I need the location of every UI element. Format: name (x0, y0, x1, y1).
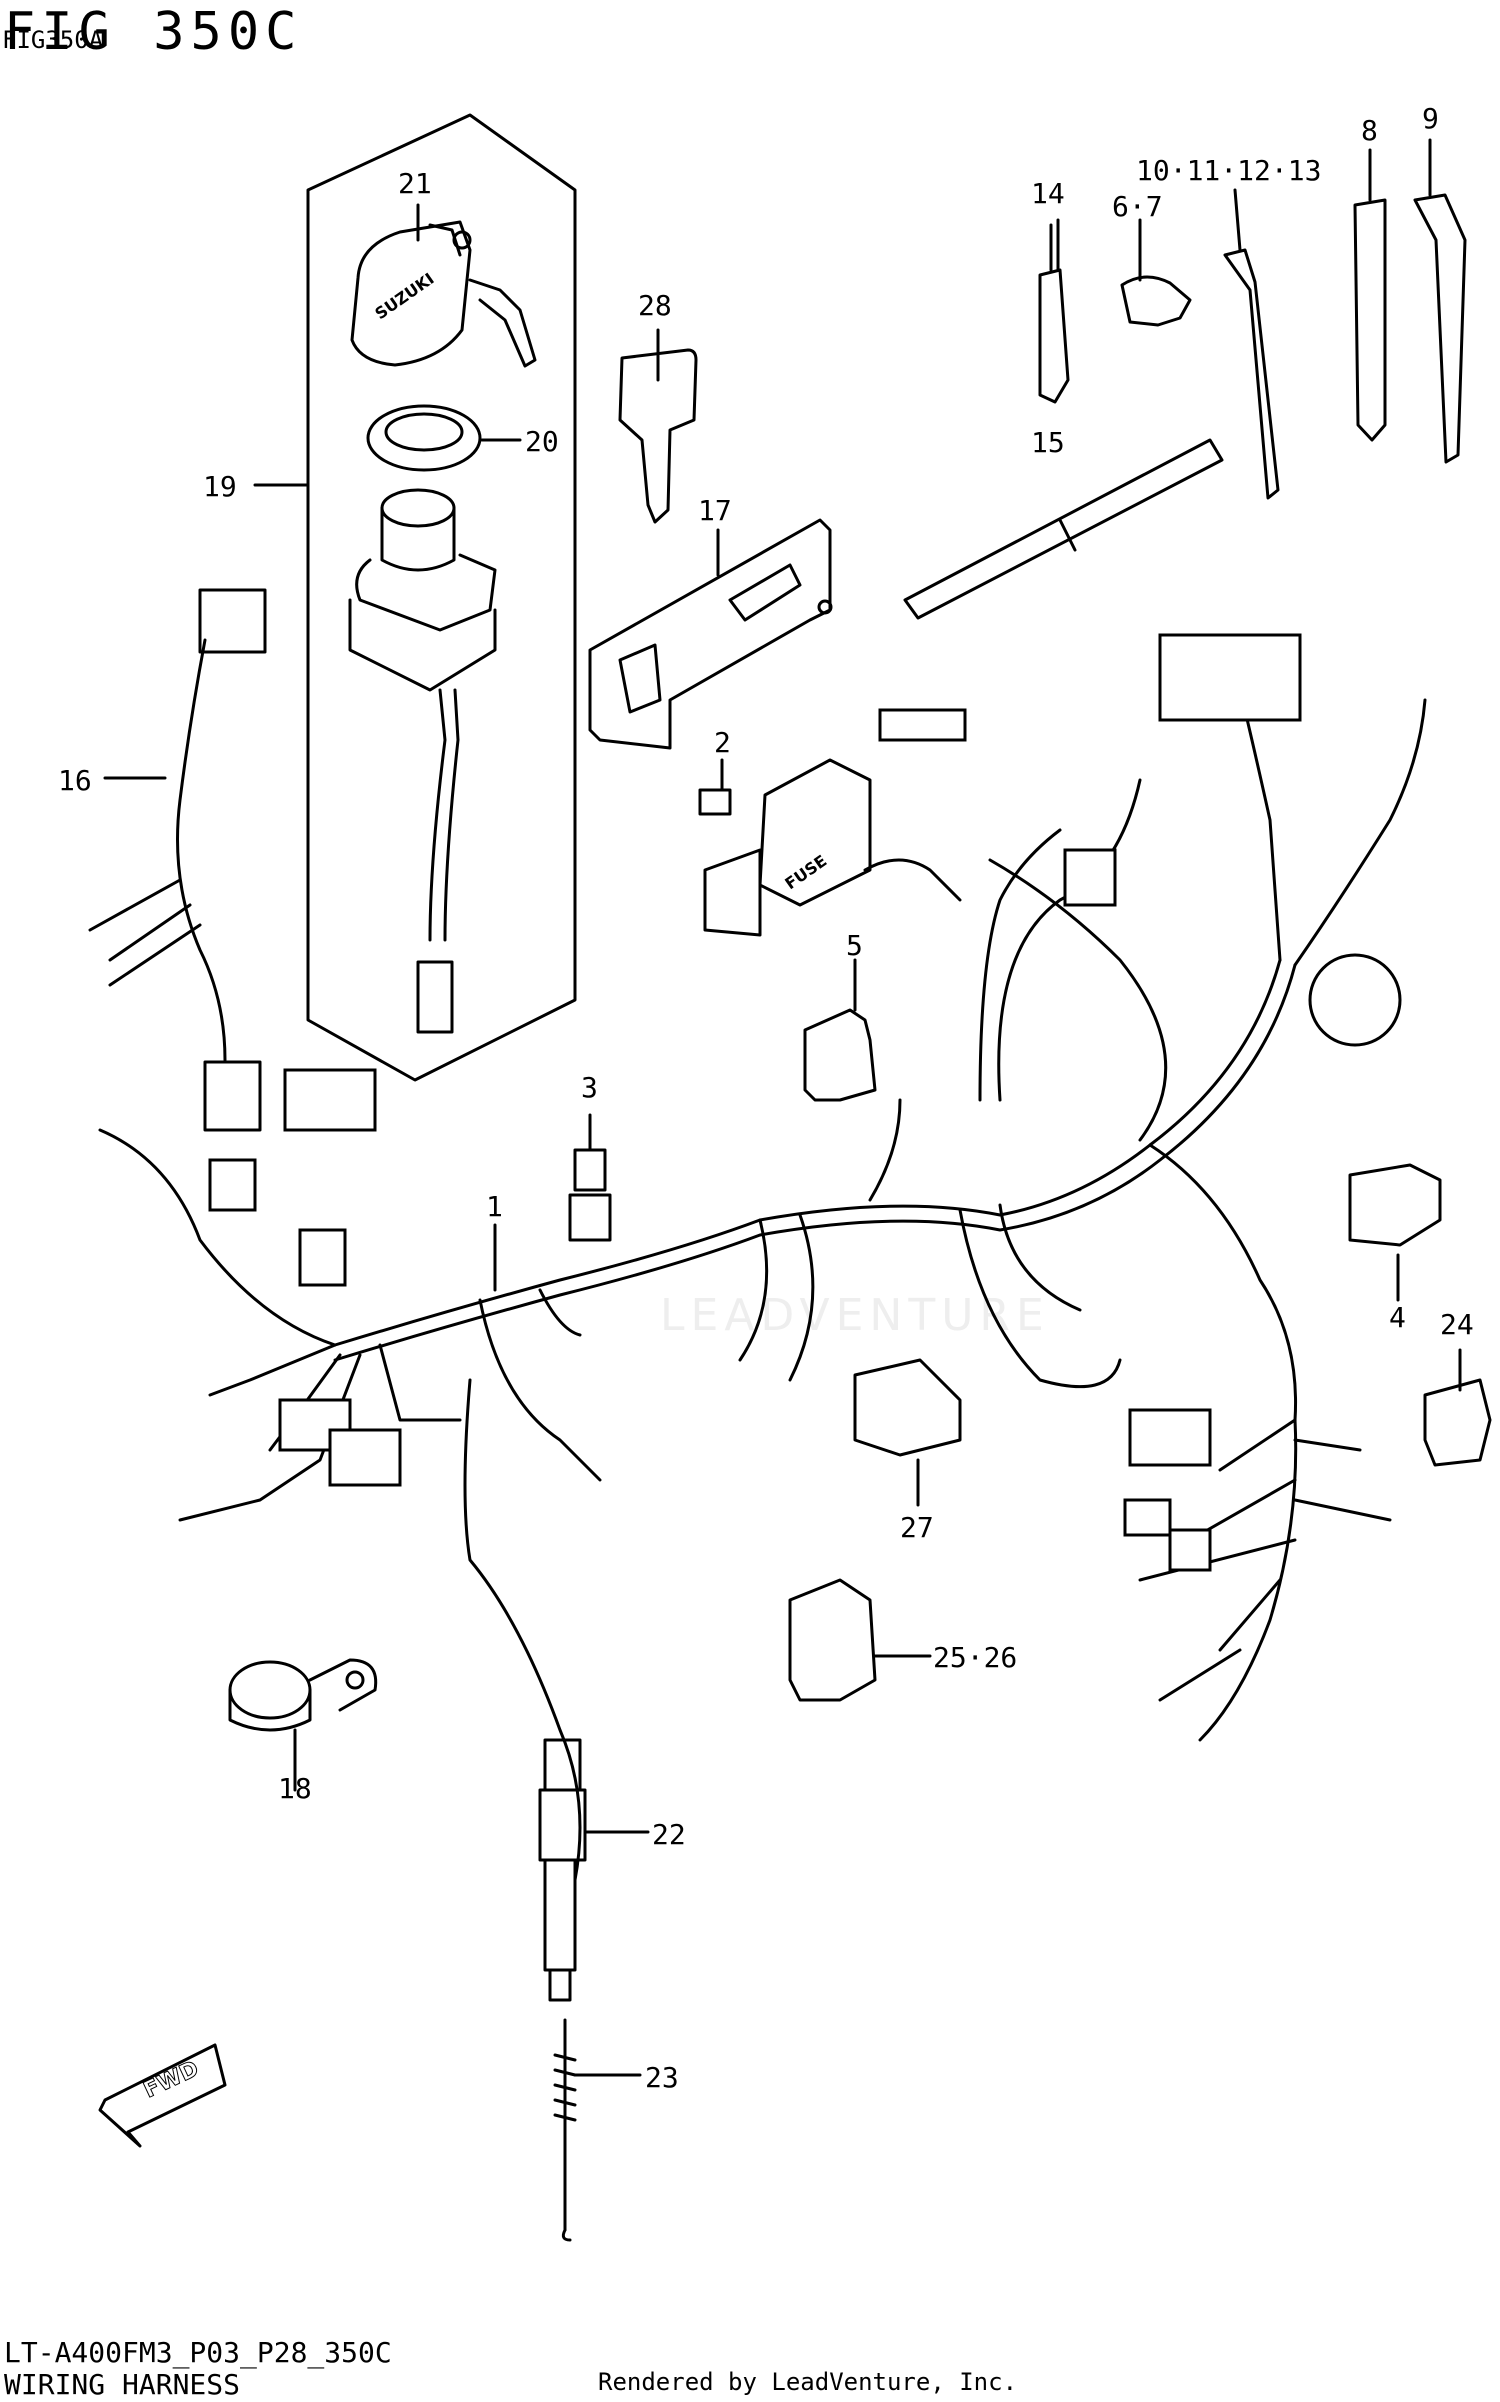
spring-23 (553, 2018, 577, 2242)
watermark: LEADVENTURE (660, 1290, 1050, 1341)
grommet (1308, 953, 1402, 1047)
main-wiring-harness (98, 688, 1427, 1882)
callout-22: 22 (652, 1818, 686, 1851)
callout-25-26: 25·26 (933, 1641, 1017, 1674)
figure-header: FIG 350C FIG350A (0, 0, 1500, 70)
callout-24: 24 (1440, 1308, 1474, 1341)
callout-28: 28 (638, 289, 672, 322)
connector-block (1128, 1408, 1212, 1467)
brand-label: SUZUKI (371, 269, 437, 323)
fuse-label: FUSE (781, 851, 830, 893)
clip-6-7 (1120, 275, 1192, 327)
connector-block (1158, 633, 1302, 722)
callout-20: 20 (525, 425, 559, 458)
relay-24 (1423, 1378, 1492, 1467)
figure-overlay-label: FIG350A (2, 26, 104, 54)
relay-25-26 (788, 1578, 877, 1702)
figure-label: FIG 350C (4, 2, 303, 62)
switch-nut (366, 404, 482, 472)
sensor-22 (538, 1738, 587, 2002)
connector-block (208, 1158, 257, 1212)
callout-1: 1 (486, 1190, 503, 1223)
sub-harness-16 (88, 588, 267, 1132)
connector-block (1168, 1528, 1212, 1572)
connector-block (1063, 848, 1117, 907)
connector-block (1123, 1498, 1172, 1537)
leader-lines (103, 138, 1462, 2077)
cable-tie-10-13 (1223, 248, 1280, 500)
protector-tube (903, 438, 1224, 620)
callout-5: 5 (846, 929, 863, 962)
callout-23: 23 (645, 2061, 679, 2094)
callout-6-7: 6·7 (1112, 190, 1163, 223)
fwd-label: FWD (140, 2056, 203, 2103)
callout-27: 27 (900, 1511, 934, 1544)
callout-21: 21 (398, 167, 432, 200)
connector-block (328, 1428, 402, 1487)
callout-15: 15 (1031, 426, 1065, 459)
connector-block (878, 708, 967, 742)
callout-4: 4 (1389, 1301, 1406, 1334)
band-9 (1413, 193, 1467, 464)
switch-18 (228, 1658, 378, 1792)
section-title: WIRING HARNESS (4, 2368, 241, 2401)
cover-5 (803, 1008, 877, 1102)
band-8 (1353, 198, 1387, 442)
callout-9: 9 (1422, 102, 1439, 135)
harness-bracket (588, 518, 833, 750)
model-code: LT-A400FM3_P03_P28_350C (4, 2336, 392, 2369)
clamp-14 (1038, 268, 1070, 404)
fuse-box (698, 758, 962, 937)
relay-3 (568, 1148, 612, 1242)
callout-18: 18 (278, 1772, 312, 1805)
ignition-kit-frame (306, 113, 577, 1082)
callout-19: 19 (203, 470, 237, 503)
callout-10-13: 10·11·12·13 (1136, 154, 1321, 187)
fwd-arrow (98, 2043, 227, 2148)
callout-14: 14 (1031, 177, 1065, 210)
connector-block (283, 1068, 377, 1132)
rendered-by-credit: Rendered by LeadVenture, Inc. (598, 2368, 1018, 2396)
callout-2: 2 (714, 726, 731, 759)
bracket-27 (853, 1358, 962, 1457)
callout-16: 16 (58, 764, 92, 797)
callout-8: 8 (1361, 114, 1378, 147)
ignition-switch (348, 488, 497, 1034)
callout-17: 17 (698, 494, 732, 527)
connector-block (298, 1228, 347, 1287)
cover-4 (1348, 1163, 1442, 1247)
callout-3: 3 (581, 1071, 598, 1104)
spare-key (618, 348, 698, 524)
ignition-key-set (350, 220, 537, 368)
